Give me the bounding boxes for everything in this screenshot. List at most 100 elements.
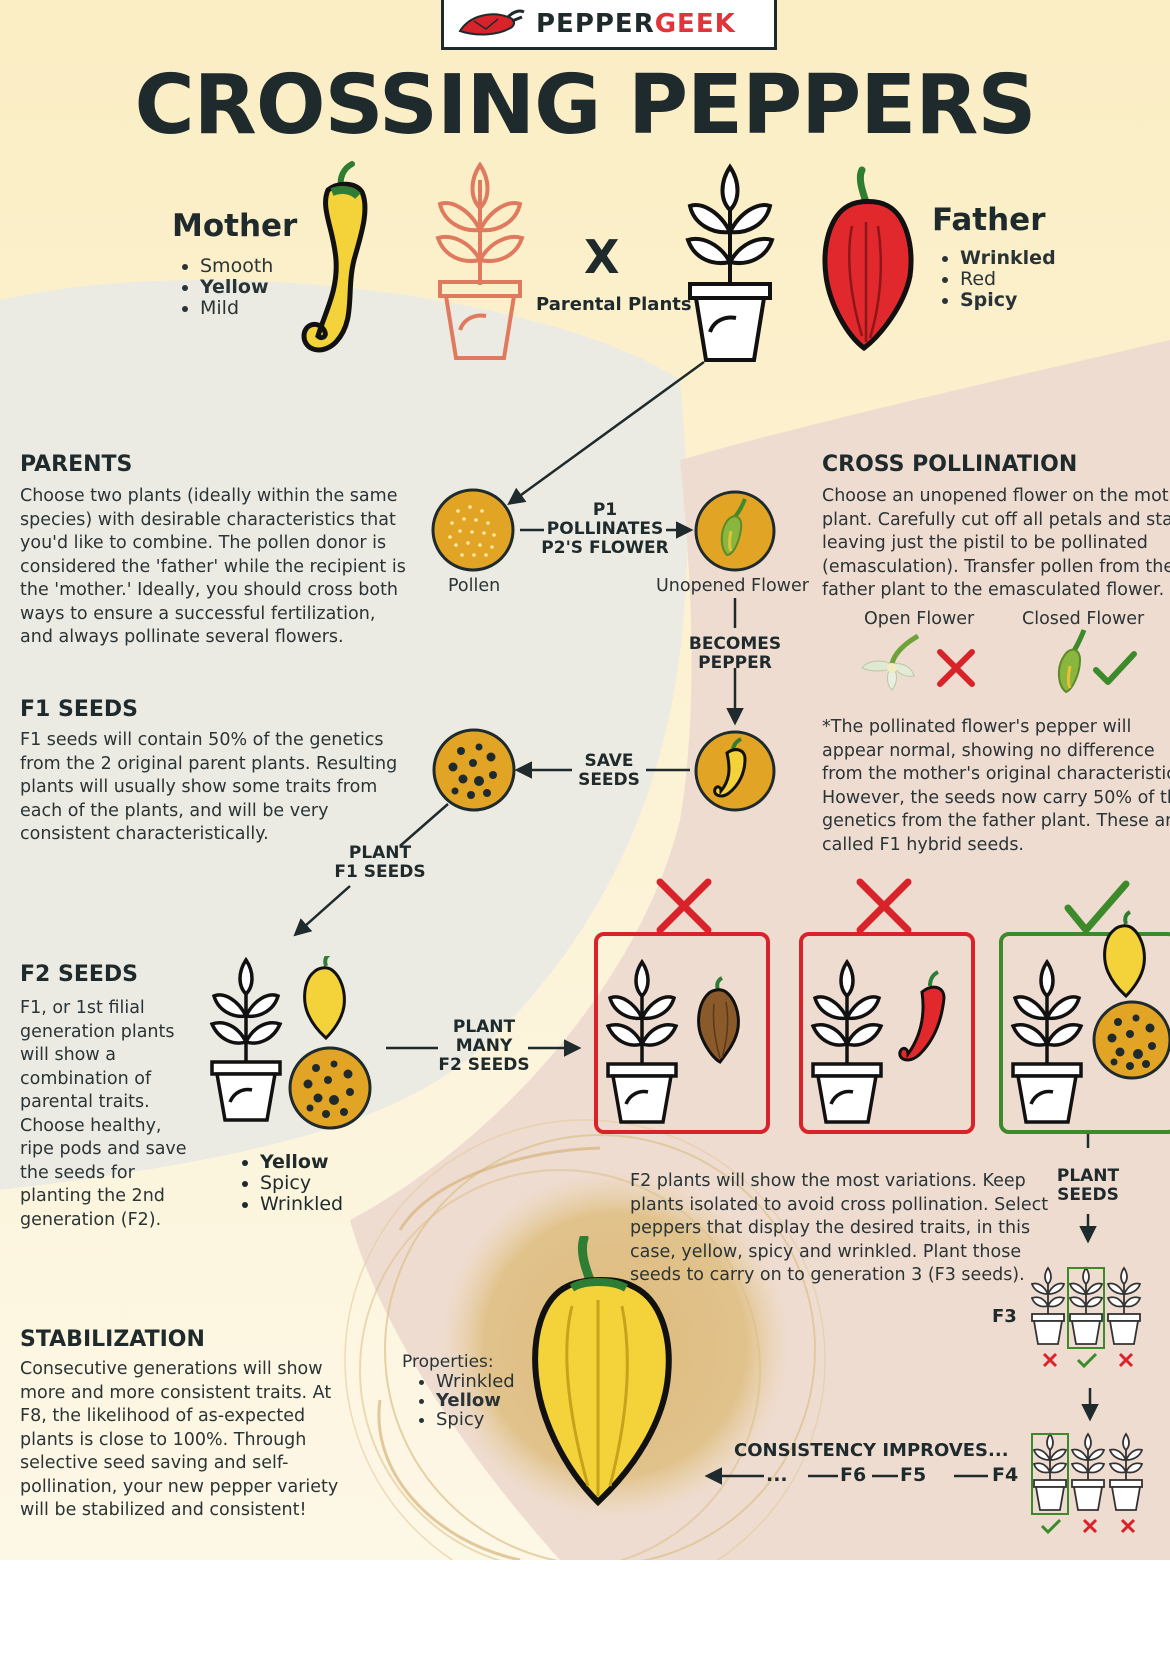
f1-trait: Spicy	[260, 1173, 343, 1194]
final-yellow-pepper-icon	[532, 1236, 672, 1507]
mother-traits: Smooth Yellow Mild	[178, 256, 273, 319]
parents-line: and always pollinate several flowers.	[20, 627, 344, 647]
f1-seeds-icon	[432, 728, 516, 812]
caption-line: P1	[592, 500, 618, 520]
father-trait: Wrinkled	[960, 248, 1056, 269]
note-line: appear normal, showing no difference	[822, 740, 1155, 761]
note-line: *The pollinated flower's pepper will	[822, 717, 1132, 737]
reject-x-icon	[656, 878, 712, 934]
f3-plants	[1030, 1266, 1141, 1369]
f1-pepper-icon	[694, 730, 776, 812]
final-trait: Spicy	[436, 1410, 515, 1429]
plant-many-caption: PLANT MANY F2 SEEDS	[436, 1018, 532, 1075]
parents-heading: PARENTS	[20, 452, 133, 477]
f2-line: combination of	[20, 1068, 152, 1089]
f2-note-line: seeds to carry on to generation 3 (F3 se…	[630, 1265, 1025, 1285]
caption-line: PLANT	[452, 1017, 516, 1037]
becomes-pepper-caption: BECOMES PEPPER	[670, 635, 800, 673]
f1-line: from the 2 original parent plants. Resul…	[20, 753, 398, 774]
father-trait: Red	[960, 269, 1056, 290]
save-seeds-caption: SAVE SEEDS	[566, 752, 652, 790]
f3-label: F3	[992, 1306, 1017, 1327]
consistency-label: CONSISTENCY IMPROVES...	[734, 1440, 1009, 1461]
cross-pollination-text: Choose an unopened flower on the mother …	[822, 485, 1170, 603]
f2-note: F2 plants will show the most variations.…	[630, 1170, 1050, 1288]
closed-flower-label: Closed Flower	[1022, 609, 1145, 629]
cross-pollination-line: plant. Carefully cut off all petals and …	[822, 509, 1170, 530]
final-trait: Yellow	[436, 1391, 515, 1410]
f2-candidates	[594, 878, 1170, 1134]
f1-line: plants will usually show some traits fro…	[20, 777, 378, 797]
pollen-label: Pollen	[448, 576, 501, 596]
stabilization-line: will be stabilized and consistent!	[20, 1500, 307, 1520]
red-x-icon	[937, 649, 975, 687]
cross-pollination-line: leaving just the pistil to be pollinated	[822, 533, 1148, 553]
mother-title: Mother	[172, 208, 298, 244]
f1-traits: Yellow Spicy Wrinkled	[238, 1152, 343, 1215]
brand-logo: PEPPERGEEK	[441, 0, 777, 50]
red-pepper-icon	[822, 166, 914, 352]
final-trait: Wrinkled	[436, 1372, 515, 1391]
unopened-flower-icon	[694, 490, 776, 572]
caption-line: BECOMES	[688, 634, 782, 654]
cross-symbol: X	[584, 230, 620, 284]
father-title: Father	[932, 202, 1046, 238]
plant-f1-caption: PLANT F1 SEEDS	[330, 844, 430, 882]
generation-f5: F5	[900, 1464, 927, 1486]
f2-note-line: case, yellow, spicy and wrinkled. Plant …	[630, 1241, 1022, 1262]
yellow-pepper-icon	[301, 161, 368, 353]
generation-ellipsis: ...	[766, 1464, 788, 1486]
parents-line: you'd like to combine. The pollen donor …	[20, 533, 387, 553]
stabilization-line: selective seed saving and self-	[20, 1453, 289, 1473]
f1-line: each of the plants, and will be very	[20, 800, 329, 821]
caption-line: P2'S FLOWER	[541, 538, 669, 558]
parents-line: the 'mother.' Ideally, you should cross …	[20, 580, 399, 600]
cross-pollination-line: (emasculation). Transfer pollen from the	[822, 556, 1170, 577]
parents-line: considered the 'father' while the recipi…	[20, 556, 406, 577]
f2-text: F1, or 1st filial generation plants will…	[20, 997, 210, 1232]
caption-line: SEEDS	[1057, 1185, 1119, 1205]
generation-f6: F6	[840, 1464, 867, 1486]
pollinated-note: *The pollinated flower's pepper will app…	[822, 716, 1170, 857]
note-line: However, the seeds now carry 50% of the	[822, 787, 1170, 808]
f1-text: F1 seeds will contain 50% of the genetic…	[20, 729, 420, 847]
caption-line: F1 SEEDS	[334, 862, 426, 882]
stabilization-line: pollination, your new pepper variety	[20, 1476, 339, 1497]
mother-trait: Mild	[200, 298, 273, 319]
parents-line: Choose two plants (ideally within the sa…	[20, 486, 398, 506]
father-plant-icon	[685, 163, 775, 362]
stabilization-heading: STABILIZATION	[20, 1327, 205, 1352]
mother-trait: Yellow	[200, 277, 273, 298]
f2-line: generation plants	[20, 1021, 175, 1042]
f2-line: Choose healthy,	[20, 1115, 162, 1136]
f2-line: will show a	[20, 1045, 116, 1065]
f2-line: parental traits.	[20, 1092, 150, 1112]
father-traits: Wrinkled Red Spicy	[938, 248, 1056, 311]
caption-line: F2 SEEDS	[438, 1055, 530, 1075]
caption-line: PEPPER	[698, 653, 772, 673]
f1-line: consistent characteristically.	[20, 824, 269, 844]
closed-flower-icon	[1058, 629, 1087, 694]
brand-name-part1: PEPPER	[536, 9, 655, 39]
page-title: CROSSING PEPPERS	[134, 58, 1037, 153]
unopened-flower-label: Unopened Flower	[656, 576, 809, 596]
stabilization-text: Consecutive generations will show more a…	[20, 1358, 380, 1523]
mother-plant-icon	[435, 161, 525, 360]
f4-plants	[1031, 1432, 1143, 1535]
stabilization-line: more and more consistent traits. At	[20, 1382, 332, 1403]
f2-line: generation (F2).	[20, 1209, 162, 1230]
brand-name-part2: GEEK	[654, 9, 736, 39]
father-trait: Spicy	[960, 290, 1056, 311]
caption-line: PLANT	[1056, 1166, 1120, 1186]
f1-plant-group-icon	[209, 956, 372, 1130]
cross-pollination-line: father plant to the emasculated flower.	[822, 580, 1165, 600]
f1-trait: Wrinkled	[260, 1194, 343, 1215]
f2-line: the seeds for	[20, 1162, 135, 1183]
f2-line: ripe pods and save	[20, 1139, 187, 1159]
f2-line: planting the 2nd	[20, 1186, 165, 1206]
open-flower-label: Open Flower	[864, 609, 975, 629]
parents-line: species) with desirable characteristics …	[20, 509, 396, 530]
open-flower-icon	[861, 633, 920, 691]
caption-line: SEEDS	[578, 770, 640, 790]
